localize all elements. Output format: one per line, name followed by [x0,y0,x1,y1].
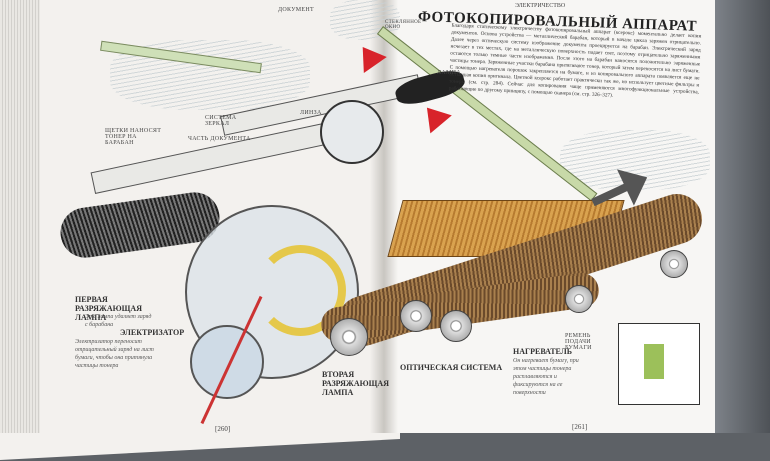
drum-detail [255,245,346,336]
label-glass: Стеклянное окно [385,20,422,30]
inset-illustration [618,323,700,405]
heater-heading: Нагреватель [513,347,573,356]
figure-illustration [644,344,664,379]
body-text: Благодаря статическому электричеству фот… [448,22,702,99]
lamp2-heading: Вторая разряжающая лампа [322,370,389,397]
label-lamp: Лампа [437,70,461,76]
book-gutter [370,0,398,433]
label-document: Документ [278,7,314,13]
label-doc-part: Часть документа [188,136,251,142]
label-belt: Ремень подачи бумаги [565,333,592,351]
label-lens: Линза [300,110,322,116]
label-brushes: Щетки наносят тонер на барабан [105,128,162,146]
label-mirrors: Система зеркал [205,115,237,127]
roller [440,310,472,342]
lamp1-heading: Первая разряжающая лампа [75,295,142,322]
page-number-left: [260] [215,425,231,433]
roller [565,285,593,313]
charger-roller [190,325,264,399]
roller [400,300,432,332]
optics-heading: Оптическая система [400,363,503,372]
charger-caption: Электризатор переносит отрицательный зар… [75,339,154,369]
lamp1-caption: Эта лампа удаляет заряд с барабана [85,314,152,328]
charger-heading: Электризатор [120,328,185,337]
heater-caption: Он нагревает бумагу, при этом частицы то… [513,358,579,396]
section-header: ЭЛЕКТРИЧЕСТВО [515,3,566,9]
roller [330,318,368,356]
page-number-right: [261] [572,423,588,431]
roller [660,250,688,278]
page-edges [0,0,40,433]
lens [320,100,384,164]
